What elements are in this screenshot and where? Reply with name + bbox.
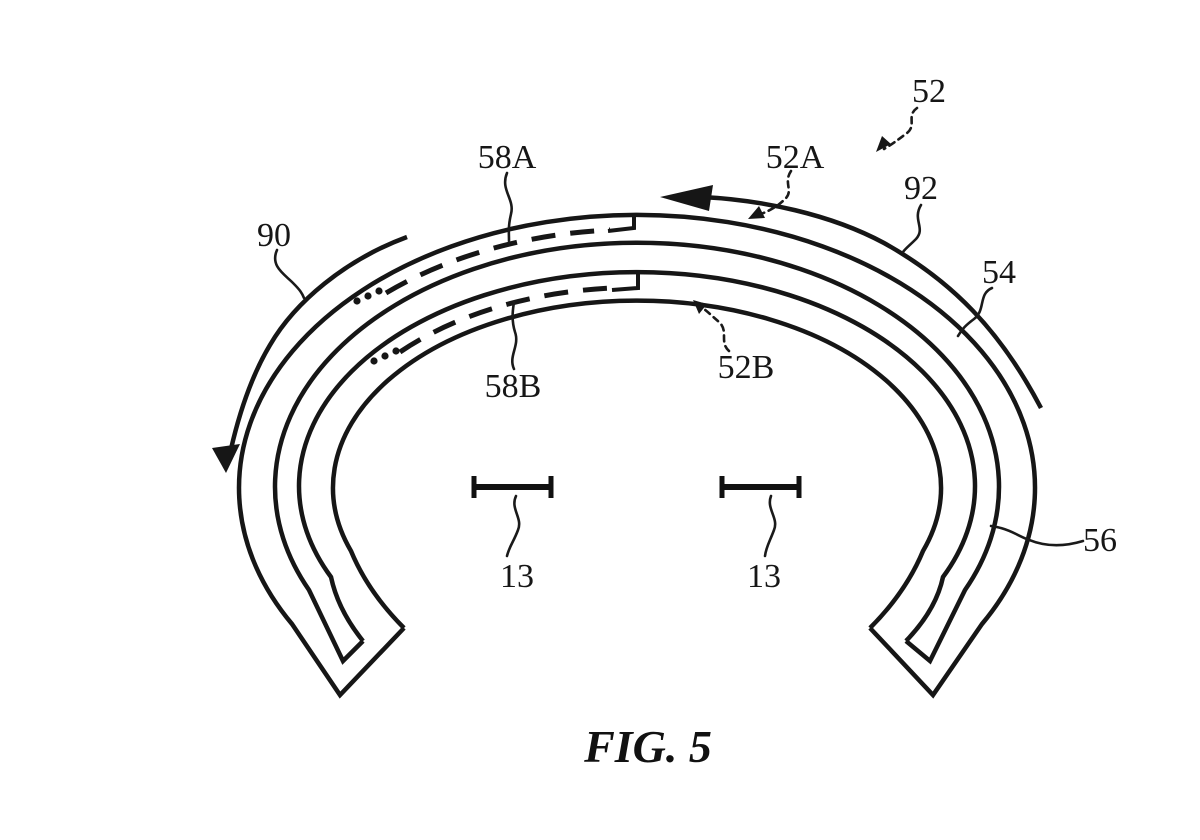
label-52B: 52B xyxy=(718,349,775,386)
figure-caption: FIG. 5 xyxy=(583,721,712,772)
leader-90 xyxy=(273,248,306,300)
leader-52-arrowhead-icon xyxy=(876,136,891,152)
leader-56 xyxy=(989,524,1085,547)
band-outer-layer-inner-edge xyxy=(272,240,1002,665)
section-marker-left xyxy=(471,476,554,498)
ellipsis-dot xyxy=(392,347,400,355)
ellipsis-dot xyxy=(370,357,378,365)
arrow-92-head-icon xyxy=(660,185,713,211)
arrow-90-tail xyxy=(228,234,408,450)
ellipsis-dot xyxy=(353,297,361,305)
arrow-92-top xyxy=(660,185,1043,410)
label-52: 52 xyxy=(912,73,946,110)
leader-52A xyxy=(759,169,793,216)
leader-58A xyxy=(503,171,513,243)
leader-58B xyxy=(511,300,518,371)
internal-member-lower xyxy=(370,274,640,365)
leader-52B-arrowhead-icon xyxy=(693,300,707,314)
internal-member-upper xyxy=(353,214,636,305)
leader-52 xyxy=(882,106,919,151)
ellipsis-dot xyxy=(381,352,389,360)
band-outer-edge xyxy=(236,212,1038,699)
band-inner-edge xyxy=(330,298,944,630)
leader-52B xyxy=(698,304,731,353)
section-marker-right xyxy=(719,476,802,498)
arrow-90-head-icon xyxy=(212,444,240,473)
core-end-step-lower xyxy=(611,274,640,292)
core-end-step-upper xyxy=(607,214,636,233)
label-52A: 52A xyxy=(766,139,825,176)
dashed-core-upper xyxy=(384,227,611,296)
band-outline xyxy=(236,212,1038,699)
arrow-92-tail xyxy=(701,194,1043,410)
leader-52A-arrowhead-icon xyxy=(748,206,765,219)
label-54: 54 xyxy=(982,254,1016,291)
label-56: 56 xyxy=(1083,522,1117,559)
leader-13-left xyxy=(505,494,521,558)
label-90: 90 xyxy=(257,217,291,254)
label-58B: 58B xyxy=(485,368,542,405)
band-inner-layer-outer-edge xyxy=(296,269,978,643)
leader-52B-group xyxy=(693,300,731,353)
label-13-right: 13 xyxy=(747,558,781,595)
label-58A: 58A xyxy=(478,139,537,176)
leader-92 xyxy=(901,203,923,254)
arrow-90-left xyxy=(212,234,408,473)
leader-52A-group xyxy=(748,169,793,219)
leader-52-group xyxy=(876,106,919,152)
leader-54 xyxy=(956,286,994,338)
label-92: 92 xyxy=(904,170,938,207)
ellipsis-dot xyxy=(375,287,383,295)
ellipsis-dot xyxy=(364,292,372,300)
label-13-left: 13 xyxy=(500,558,534,595)
leader-13-right xyxy=(763,494,777,558)
